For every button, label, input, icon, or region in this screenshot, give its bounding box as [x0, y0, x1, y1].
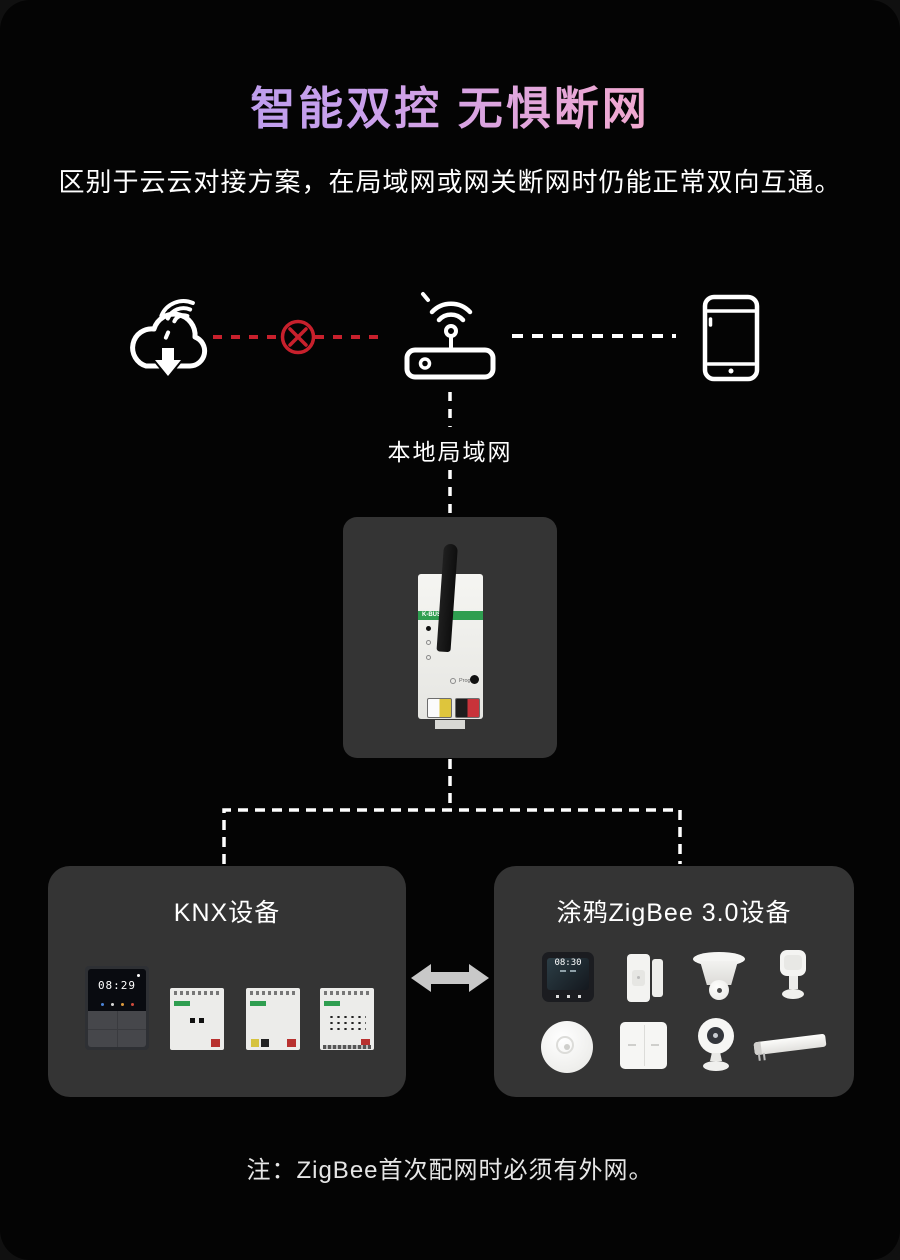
pir-dome	[709, 980, 729, 1000]
din-brand-strip	[174, 1001, 190, 1006]
wifi-router-icon	[404, 292, 496, 380]
gateway-prog-label: Prog	[459, 678, 471, 684]
wireless-button	[541, 1021, 593, 1073]
wall-switch-mark	[628, 1044, 636, 1046]
blocked-connection-icon	[280, 319, 316, 355]
curtain-motor-bar	[753, 1033, 827, 1061]
motion-sensor-head	[780, 950, 806, 976]
knx-touch-panel: 08:29	[85, 966, 149, 1050]
door-window-sensor	[627, 954, 663, 1002]
knx-panel-screen: 08:29	[88, 969, 146, 1011]
thermostat-time: 08:30	[554, 958, 582, 968]
wall-switch-divider	[643, 1025, 645, 1066]
knx-panel-time: 08:29	[97, 979, 137, 992]
bidirectional-arrow-icon	[411, 964, 489, 992]
din-black-terminal	[261, 1039, 269, 1047]
knx-box-label: KNX设备	[173, 899, 281, 927]
din-red-terminal	[211, 1039, 220, 1047]
din-brand-strip	[250, 1001, 266, 1006]
page-subtitle: 区别于云云对接方案，在局域网或网关断网时仍能正常双向互通。	[58, 167, 842, 197]
din-terminals	[324, 991, 370, 995]
din-brand-strip	[324, 1001, 340, 1006]
wall-switch-mark	[651, 1044, 659, 1046]
motion-sensor-base	[782, 989, 804, 999]
din-bottom-terminals	[323, 1045, 371, 1049]
gateway-prog-button	[470, 675, 479, 684]
gateway-led	[426, 655, 431, 660]
gateway-box: K-BUS Prog	[343, 517, 557, 758]
thermostat-subtext	[542, 970, 594, 972]
door-sensor-body	[627, 954, 650, 1002]
curtain-motor-prong	[757, 1053, 761, 1061]
din-led-grid	[328, 1014, 366, 1032]
din-red-terminal	[361, 1039, 370, 1047]
cloud-wifi-download-icon	[130, 299, 208, 380]
wireless-button-dot	[564, 1044, 570, 1050]
gateway-prog-led	[450, 678, 456, 684]
camera-lens	[707, 1027, 724, 1044]
page-title: 智能双控 无惧断网	[0, 72, 900, 137]
tablet-icon	[702, 294, 760, 382]
security-camera	[697, 1018, 735, 1072]
knx-actuator-module	[246, 988, 300, 1050]
footnote: 注：ZigBee首次配网时必须有外网。	[246, 1157, 654, 1184]
knx-switch-actuator-module	[320, 988, 374, 1050]
motion-sensor-stand	[788, 976, 798, 989]
thermostat-buttons	[542, 995, 594, 998]
wireless-button-ring	[556, 1036, 574, 1054]
din-terminals	[174, 991, 220, 995]
gateway-bus-terminal-red	[455, 698, 480, 718]
knx-panel-rockers	[88, 1011, 146, 1047]
knx-power-supply-module	[170, 988, 224, 1050]
gateway-bus-terminal-yellow	[427, 698, 452, 718]
din-terminals	[250, 991, 296, 995]
din-yellow-terminal	[251, 1039, 259, 1047]
ceiling-pir-sensor	[693, 952, 745, 1004]
camera-base	[703, 1061, 729, 1071]
knx-panel-indicator	[137, 974, 140, 977]
thermostat-screen	[547, 958, 589, 990]
knx-panel-icons	[88, 1003, 146, 1006]
gateway-brand-label: K-BUS	[422, 612, 441, 618]
motion-sensor	[779, 950, 807, 1008]
din-rail-clip	[435, 720, 465, 729]
din-buttons	[190, 1018, 204, 1023]
gateway-button	[426, 626, 431, 631]
din-red-terminal	[287, 1039, 296, 1047]
curtain-motor	[752, 1030, 828, 1061]
tuya-devices-box: 涂鸦ZigBee 3.0设备 08:30	[494, 866, 854, 1097]
curtain-motor-prong	[762, 1053, 766, 1061]
gateway-led	[426, 640, 431, 645]
lan-label: 本地局域网	[387, 439, 513, 465]
camera-neck	[710, 1053, 722, 1061]
door-sensor-slot	[632, 970, 645, 986]
knx-devices-box: KNX设备 08:29	[48, 866, 406, 1097]
door-sensor-magnet	[652, 959, 663, 997]
thermostat-panel: 08:30	[542, 952, 594, 1002]
wall-switch	[620, 1022, 667, 1069]
tuya-box-label: 涂鸦ZigBee 3.0设备	[556, 899, 792, 927]
gateway-branch-links	[222, 759, 682, 864]
